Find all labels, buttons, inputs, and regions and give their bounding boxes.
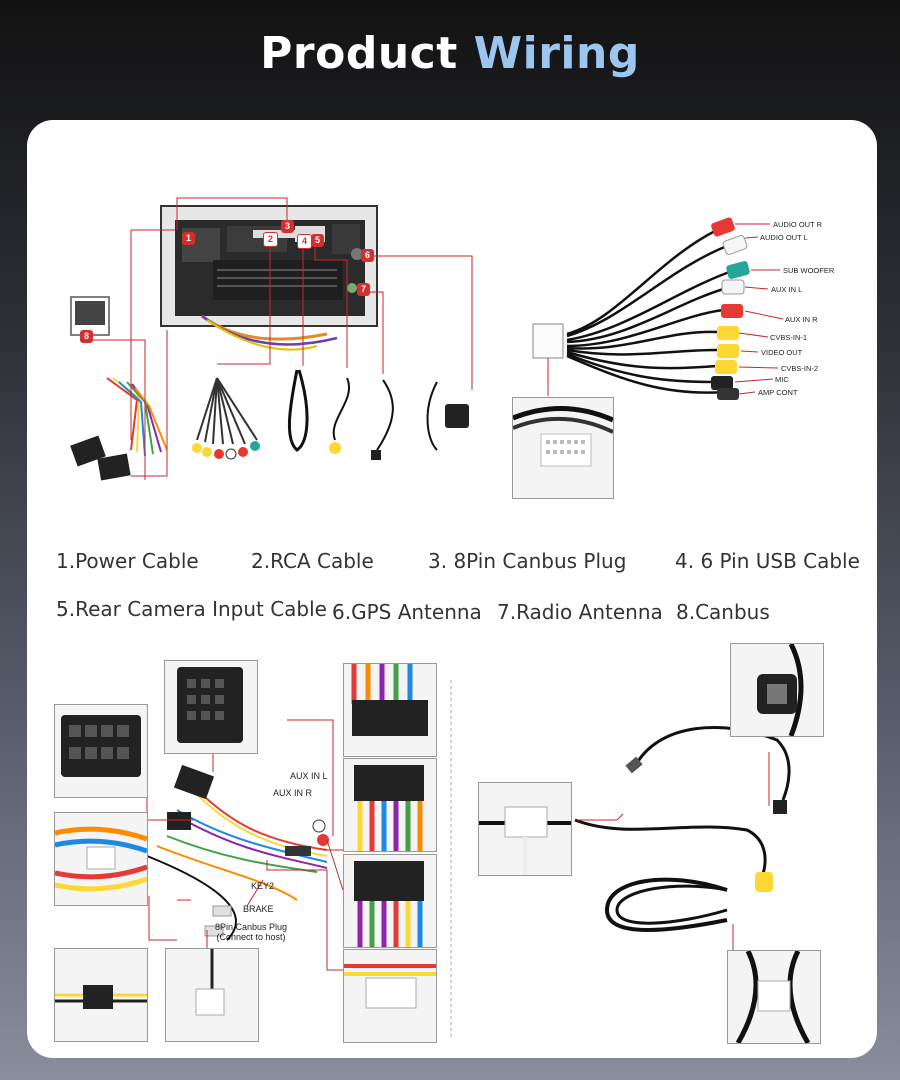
connector-photo-1 bbox=[343, 663, 437, 757]
harness-label-canbus-plug: 8Pin Canbus Plug (Connect to host) bbox=[215, 922, 287, 942]
label-aux-in-r: AUX IN R bbox=[785, 315, 818, 324]
legend-item-3: 3. 8Pin Canbus Plug bbox=[428, 549, 627, 573]
legend-item-2: 2.RCA Cable bbox=[251, 549, 374, 573]
rca-plugs bbox=[711, 217, 750, 400]
power-harness bbox=[106, 377, 168, 457]
camera-plug-photo bbox=[478, 782, 572, 876]
marker-3: 3 bbox=[281, 220, 294, 233]
iso-connector-photo-a bbox=[164, 660, 258, 754]
marker-5: 5 bbox=[311, 234, 324, 247]
rca-connector-closeup-photo bbox=[512, 397, 614, 499]
title-part-1: Product bbox=[260, 28, 458, 79]
connector-photo-3 bbox=[343, 854, 437, 948]
marker-2: 2 bbox=[263, 232, 278, 247]
harness-detail-diagram bbox=[146, 680, 452, 1040]
wire-bundle-photo bbox=[54, 812, 148, 906]
usb-cable bbox=[288, 369, 309, 452]
label-audio-out-l: AUDIO OUT L bbox=[760, 233, 808, 242]
marker-6: 6 bbox=[361, 249, 374, 262]
harness-label-brake: BRAKE bbox=[243, 904, 274, 914]
label-amp-cont: AMP CONT bbox=[758, 388, 798, 397]
connector-photo-4 bbox=[343, 949, 437, 1043]
legend-item-7: 7.Radio Antenna bbox=[497, 600, 663, 624]
rca-breakout-diagram bbox=[532, 217, 784, 400]
canbus-plug-title: 8Pin Canbus Plug bbox=[215, 922, 288, 932]
label-mic: MIC bbox=[775, 375, 789, 384]
legend-item-4: 4. 6 Pin USB Cable bbox=[675, 549, 860, 573]
marker-7: 7 bbox=[357, 283, 370, 296]
legend-item-1: 1.Power Cable bbox=[56, 549, 199, 573]
canbus-plug-photo bbox=[165, 948, 259, 1042]
wiring-card: 1 2 3 4 5 6 7 8 bbox=[27, 120, 877, 1058]
title-part-2: Wiring bbox=[473, 28, 640, 79]
legend-item-8: 8.Canbus bbox=[676, 600, 770, 624]
label-sub-woofer: SUB WOOFER bbox=[783, 266, 835, 275]
camera-connector-photo bbox=[730, 643, 824, 737]
iso-connector-photo-b bbox=[54, 704, 148, 798]
harness-label-aux-in-r: AUX IN R bbox=[273, 788, 313, 798]
label-cvbs-in-2: CVBS-IN-2 bbox=[781, 364, 819, 373]
harness-label-aux-in-l: AUX IN L bbox=[290, 771, 328, 781]
small-plug-photo bbox=[54, 948, 148, 1042]
connector-photo-2 bbox=[343, 758, 437, 852]
page-title: Product Wiring bbox=[0, 28, 900, 79]
antenna-plug-photo bbox=[727, 950, 821, 1044]
rca-cable bbox=[196, 377, 258, 445]
legend-item-6: 6.GPS Antenna bbox=[332, 600, 482, 624]
marker-1: 1 bbox=[182, 232, 195, 245]
label-video-out: VIDEO OUT bbox=[761, 348, 803, 357]
legend-item-5: 5.Rear Camera Input Cable bbox=[56, 597, 327, 621]
harness-label-key2: KEY2 bbox=[251, 881, 275, 891]
label-audio-out-r: AUDIO OUT R bbox=[773, 220, 823, 229]
label-aux-in-l: AUX IN L bbox=[771, 285, 803, 294]
marker-8: 8 bbox=[80, 330, 93, 343]
camera-antenna-diagram bbox=[574, 726, 791, 950]
label-cvbs-in-1: CVBS-IN-1 bbox=[770, 333, 808, 342]
canbus-plug-note: (Connect to host) bbox=[216, 932, 286, 942]
